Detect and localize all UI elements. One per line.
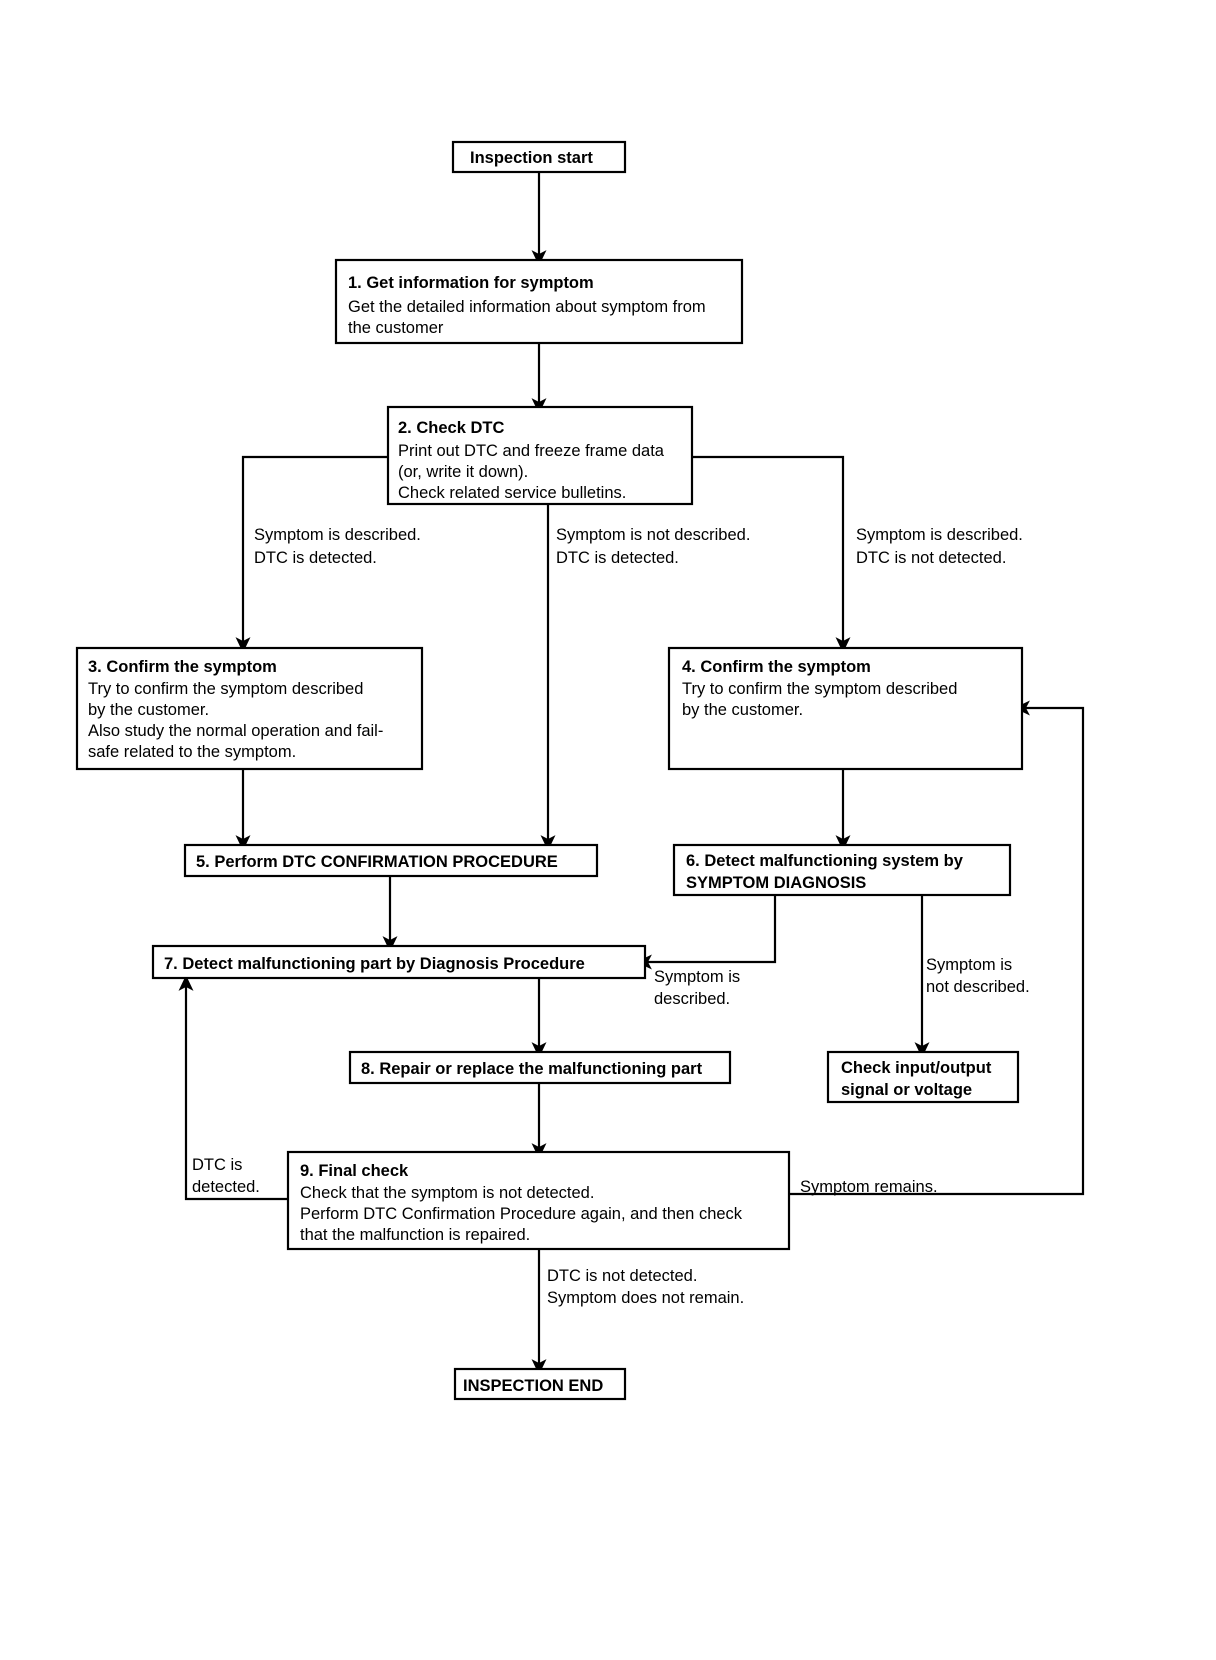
step-2-line-3: (or, write it down). [398, 463, 528, 481]
node-inspection-start[interactable]: Inspection start [451, 140, 627, 174]
step-9-line-4: that the malfunction is repaired. [300, 1226, 530, 1244]
edge-label-symptom-remains: Symptom remains. [800, 1178, 938, 1196]
step-3-line-3: by the customer. [88, 701, 209, 719]
node-step-4[interactable]: 4. Confirm the symptom Try to confirm th… [667, 646, 1024, 771]
node-step-1[interactable]: 1. Get information for symptom Get the d… [334, 258, 744, 345]
node-step-9[interactable]: 9. Final check Check that the symptom is… [286, 1150, 791, 1251]
node-step-6[interactable]: 6. Detect malfunctioning system by SYMPT… [672, 843, 1012, 897]
node-inspection-end[interactable]: INSPECTION END [453, 1367, 627, 1401]
node-step-3[interactable]: 3. Confirm the symptom Try to confirm th… [75, 646, 424, 771]
left-branch-line-1: Symptom is described. [254, 526, 421, 544]
step-7-title: 7. Detect malfunctioning part by Diagnos… [164, 955, 585, 973]
step-5-title: 5. Perform DTC CONFIRMATION PROCEDURE [196, 853, 558, 871]
connectors [178, 171, 1085, 1375]
left-branch-line-2: DTC is detected. [254, 549, 377, 567]
node-step-5[interactable]: 5. Perform DTC CONFIRMATION PROCEDURE [183, 843, 599, 878]
right-branch-line-2: DTC is not detected. [856, 549, 1006, 567]
symptom-not-described-line-2: not described. [926, 978, 1030, 996]
symptom-not-described-line-1: Symptom is [926, 956, 1012, 974]
step-6-line-1: 6. Detect malfunctioning system by [686, 852, 964, 870]
step-9-box[interactable] [286, 1150, 791, 1251]
step-2-title: 2. Check DTC [398, 419, 504, 437]
node-check-input-output[interactable]: Check input/output signal or voltage [826, 1050, 1020, 1104]
middle-branch-line-2: DTC is detected. [556, 549, 679, 567]
inspection-end-box[interactable] [453, 1367, 627, 1401]
edge-label-middle-branch: Symptom is not described. DTC is detecte… [556, 526, 750, 567]
step-1-line-2: Get the detailed information about sympt… [348, 298, 706, 316]
edge-step6-to-step7 [636, 894, 777, 970]
step-1-line-3: the customer [348, 319, 444, 337]
step-4-box[interactable] [667, 646, 1024, 771]
step-9-line-3: Perform DTC Confirmation Procedure again… [300, 1205, 743, 1223]
edge-step2-left-trunk [235, 455, 388, 653]
symptom-remains-label: Symptom remains. [800, 1178, 938, 1196]
step-8-title: 8. Repair or replace the malfunctioning … [361, 1060, 703, 1078]
edge-step2-right-trunk [692, 455, 851, 653]
step-6-line-2: SYMPTOM DIAGNOSIS [686, 874, 866, 892]
dtc-detected-line-2: detected. [192, 1178, 260, 1196]
dtc-detected-line-1: DTC is [192, 1156, 242, 1174]
node-step-8[interactable]: 8. Repair or replace the malfunctioning … [348, 1050, 732, 1085]
check-io-line-1: Check input/output [841, 1059, 992, 1077]
step-1-box[interactable] [334, 258, 744, 345]
step-4-line-3: by the customer. [682, 701, 803, 719]
step-2-line-2: Print out DTC and freeze frame data [398, 442, 665, 460]
symptom-described-line-2: described. [654, 990, 730, 1008]
step-9-title: 9. Final check [300, 1162, 409, 1180]
node-step-2[interactable]: 2. Check DTC Print out DTC and freeze fr… [386, 405, 694, 506]
check-io-line-2: signal or voltage [841, 1081, 972, 1099]
step-8-box[interactable] [348, 1050, 732, 1085]
step-5-box[interactable] [183, 843, 599, 878]
step-7-box[interactable] [151, 944, 647, 980]
check-io-box[interactable] [826, 1050, 1020, 1104]
right-branch-line-1: Symptom is described. [856, 526, 1023, 544]
step-3-line-4: Also study the normal operation and fail… [88, 722, 383, 740]
step-2-box[interactable] [386, 405, 694, 506]
step-6-box[interactable] [672, 843, 1012, 897]
inspection-start-label: Inspection start [470, 149, 593, 167]
edge-label-dtc-detected: DTC is detected. [192, 1156, 260, 1196]
edge-label-left-branch: Symptom is described. DTC is detected. [254, 526, 421, 567]
symptom-described-line-1: Symptom is [654, 968, 740, 986]
node-step-7[interactable]: 7. Detect malfunctioning part by Diagnos… [151, 944, 647, 980]
edge-label-right-branch: Symptom is described. DTC is not detecte… [856, 526, 1023, 567]
edge-step9-back-to-step7 [178, 975, 287, 1201]
edge-label-final-ok: DTC is not detected. Symptom does not re… [547, 1267, 744, 1307]
edge-step9-back-to-step4 [789, 700, 1085, 1196]
inspection-start-box[interactable] [451, 140, 627, 174]
step-1-title: 1. Get information for symptom [348, 274, 594, 292]
step-4-title: 4. Confirm the symptom [682, 658, 871, 676]
final-ok-line-1: DTC is not detected. [547, 1267, 697, 1285]
step-3-title: 3. Confirm the symptom [88, 658, 277, 676]
inspection-end-label: INSPECTION END [463, 1377, 603, 1395]
edge-label-symptom-not-described: Symptom is not described. [926, 956, 1030, 996]
step-3-line-2: Try to confirm the symptom described [88, 680, 363, 698]
step-4-line-2: Try to confirm the symptom described [682, 680, 957, 698]
middle-branch-line-1: Symptom is not described. [556, 526, 750, 544]
step-3-box[interactable] [75, 646, 424, 771]
final-ok-line-2: Symptom does not remain. [547, 1289, 744, 1307]
step-2-line-4: Check related service bulletins. [398, 484, 626, 502]
step-3-line-5: safe related to the symptom. [88, 743, 296, 761]
edge-label-symptom-described: Symptom is described. [654, 968, 740, 1008]
step-9-line-2: Check that the symptom is not detected. [300, 1184, 594, 1202]
